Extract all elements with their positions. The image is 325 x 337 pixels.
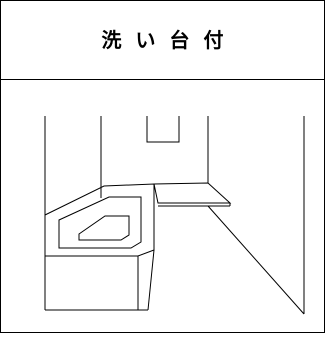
washing-counter-top [153, 182, 232, 204]
bathroom-icon [44, 116, 305, 315]
bathtub-inner-floor [78, 215, 130, 241]
card-title: 洗い台付 [101, 28, 238, 52]
bathroom-illustration [1, 80, 324, 332]
bathtub-side-edge [147, 249, 155, 311]
card-header: 洗い台付 [1, 1, 324, 80]
mirror-outline [146, 116, 180, 143]
bathtub-inner-basin [58, 196, 142, 249]
floor-diagonal-line [207, 205, 305, 315]
